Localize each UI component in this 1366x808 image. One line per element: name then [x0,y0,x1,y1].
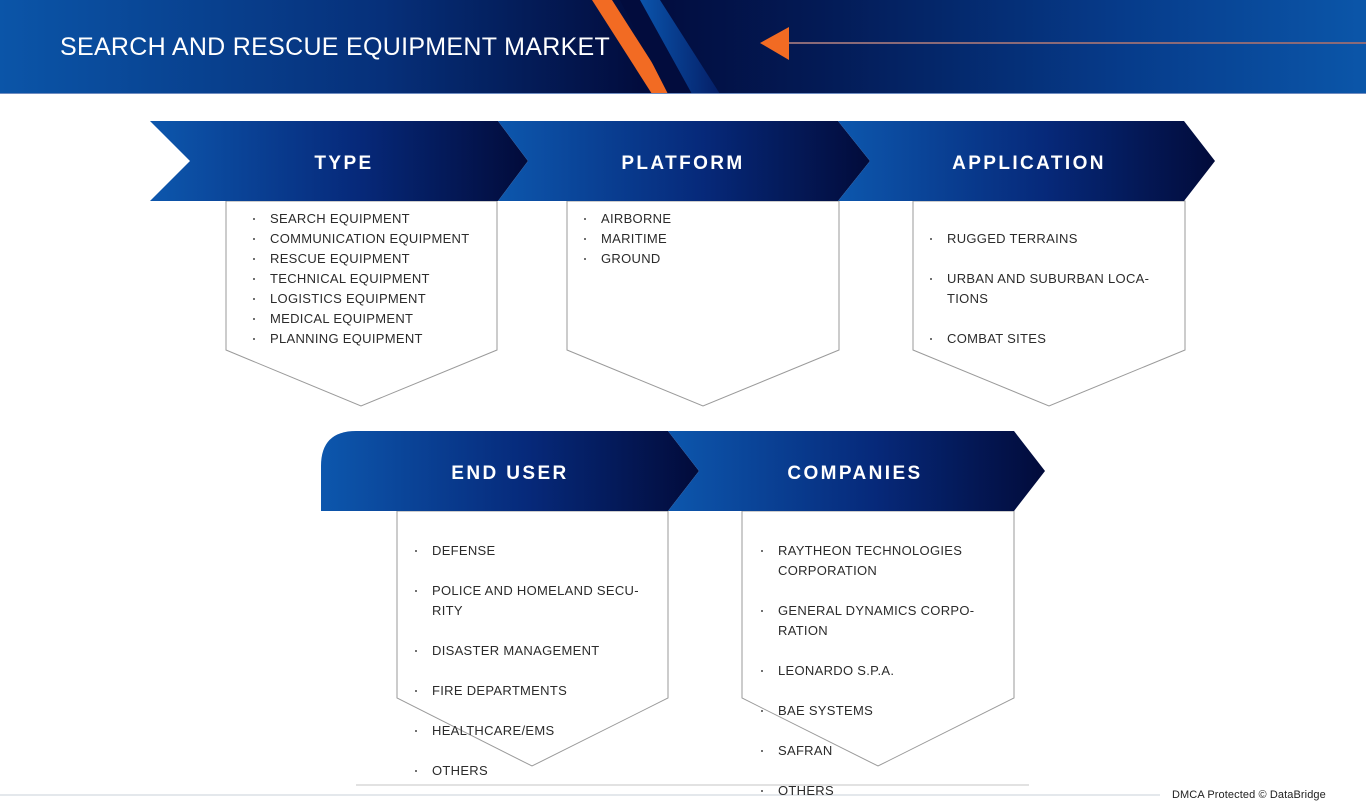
list-item: OTHERS [761,781,1006,801]
type-list: SEARCH EQUIPMENT COMMUNICATION EQUIPMENT… [253,209,493,349]
list-item: COMMUNICATION EQUIPMENT [253,229,493,249]
list-item: PLANNING EQUIPMENT [253,329,493,349]
list-item: RESCUE EQUIPMENT [253,249,493,269]
dmca-badge[interactable]: DMCA Protected © DataBridge [1172,789,1326,801]
list-item: SEARCH EQUIPMENT [253,209,493,229]
page-title: SEARCH AND RESCUE EQUIPMENT MARKET [60,33,611,61]
list-item: LEONARDO S.P.A. [761,661,1006,681]
segment-title-end-user: END USER [451,463,569,484]
list-item: POLICE AND HOMELAND SECU- RITY [415,581,660,621]
list-item: RAYTHEON TECHNOLOGIES CORPORATION [761,541,1006,581]
list-item: OTHERS [415,761,660,781]
list-item: URBAN AND SUBURBAN LOCA- TIONS [930,269,1175,309]
list-item: TECHNICAL EQUIPMENT [253,269,493,289]
list-item: GENERAL DYNAMICS CORPO- RATION [761,601,1006,641]
end-user-list: DEFENSE POLICE AND HOMELAND SECU- RITY D… [415,521,660,801]
list-item: LOGISTICS EQUIPMENT [253,289,493,309]
header-decoration [592,0,1366,94]
platform-list: AIRBORNE MARITIME GROUND [584,209,824,269]
arrow-left-icon [760,27,789,60]
header-divider [0,93,1366,94]
list-item: AIRBORNE [584,209,824,229]
list-item: DISASTER MANAGEMENT [415,641,660,661]
blue-stripe [640,0,720,94]
list-item: RUGGED TERRAINS [930,229,1175,249]
orange-stripe [592,0,672,94]
segment-title-platform: PLATFORM [621,153,745,174]
end-user-chevron [321,431,699,511]
list-item: HEALTHCARE/EMS [415,721,660,741]
application-chevron [838,121,1215,201]
segment-title-application: APPLICATION [952,153,1106,174]
list-item: MEDICAL EQUIPMENT [253,309,493,329]
application-list: RUGGED TERRAINS URBAN AND SUBURBAN LOCA-… [930,209,1175,369]
header-banner: SEARCH AND RESCUE EQUIPMENT MARKET [0,0,1366,94]
list-item: COMBAT SITES [930,329,1175,349]
segment-title-companies: COMPANIES [787,463,923,484]
list-item: BAE SYSTEMS [761,701,1006,721]
list-item: DEFENSE [415,541,660,561]
type-chevron [150,121,528,201]
companies-chevron [668,431,1045,511]
companies-list: RAYTHEON TECHNOLOGIES CORPORATION GENERA… [761,521,1006,808]
list-item: GROUND [584,249,824,269]
segment-title-type: TYPE [314,153,374,174]
platform-chevron [498,121,870,201]
list-item: MARITIME [584,229,824,249]
list-item: FIRE DEPARTMENTS [415,681,660,701]
list-item: SAFRAN [761,741,1006,761]
